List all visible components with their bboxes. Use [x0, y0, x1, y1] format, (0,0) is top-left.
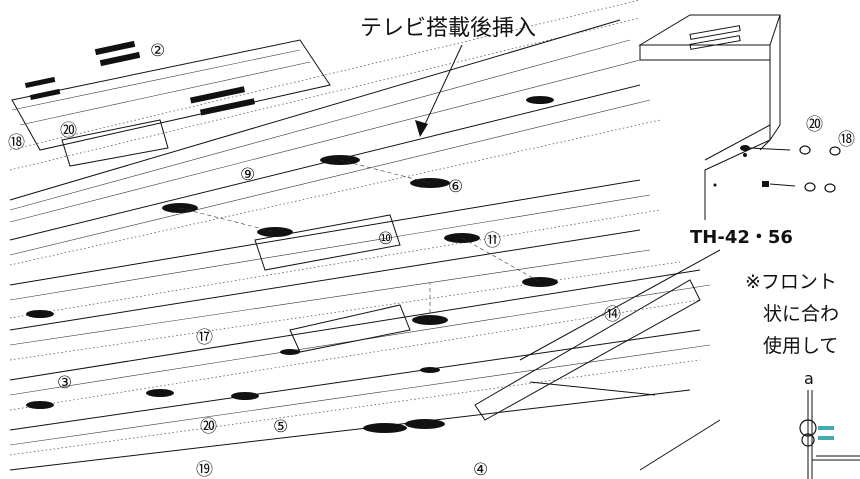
screw-set-lower — [762, 181, 836, 193]
part-number-17: ⑰ — [196, 328, 213, 348]
callout-arrow — [415, 44, 463, 137]
screw-set-upper — [740, 139, 841, 156]
callout-text: テレビ搭載後挿入 — [360, 16, 536, 41]
part-number-18-right: ⑱ — [838, 130, 855, 150]
detail-label: a — [804, 369, 814, 388]
part-number-6: ⑥ — [448, 177, 463, 197]
model-label: TH-42・56 — [690, 227, 793, 248]
part-number-20-upper: ⑳ — [60, 121, 77, 141]
part-number-19: ⑲ — [196, 460, 213, 479]
mounting-plates — [9, 0, 721, 471]
part-number-2: ② — [150, 41, 165, 61]
side-bracket — [638, 14, 781, 220]
part-number-14: ⑭ — [604, 305, 621, 325]
part-number-9: ⑨ — [240, 165, 255, 185]
part-number-10: ⑩ — [378, 229, 393, 249]
note-line-2: 状に合わ — [763, 303, 839, 325]
part-number-20-lower: ⑳ — [200, 417, 217, 437]
part-number-4: ④ — [473, 460, 488, 479]
part-number-20-right: ⑳ — [806, 115, 823, 135]
part-number-3: ③ — [57, 373, 72, 393]
part-number-5: ⑤ — [273, 417, 288, 437]
part-number-11: ⑪ — [484, 231, 501, 251]
part-number-18-left: ⑱ — [8, 133, 25, 153]
detail-a-figure — [799, 390, 860, 479]
note-line-3: 使用して — [763, 335, 838, 357]
note-line-1: ※フロント — [745, 271, 837, 293]
